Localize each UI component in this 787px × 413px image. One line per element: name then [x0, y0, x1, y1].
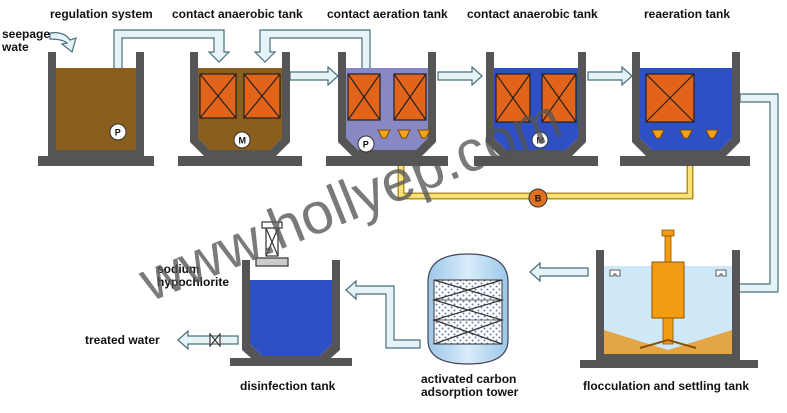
media-block-icon [495, 73, 531, 123]
regulation-pump-icon [109, 123, 127, 141]
clarifier-center-well-icon [639, 229, 697, 349]
label-carbon-line1: activated carbon [421, 372, 516, 386]
diffuser-icon [417, 129, 431, 139]
blower-icon [528, 188, 548, 208]
label-flocculation-settling-tank: flocculation and settling tank [583, 379, 749, 393]
mixer-badge-2: M [537, 136, 545, 146]
aeration-pump-badge: P [363, 140, 369, 150]
carbon-tower [427, 253, 509, 365]
diffuser-icon [651, 129, 665, 139]
arrow-treated-water [177, 329, 239, 351]
arrow-aeration-to-anaerobic [437, 65, 483, 87]
diffuser-icon [397, 129, 411, 139]
aeration-pump-icon [357, 135, 375, 153]
mixer-icon-2 [531, 131, 549, 149]
labels: regulation system contact anaerobic tank… [1, 7, 749, 399]
mixer-icon [233, 131, 251, 149]
pipe-tower-to-disinfection [345, 279, 421, 349]
disinfection-tank [230, 260, 352, 366]
arrow-anaerobic-to-reaeration [587, 65, 633, 87]
arrow-settling-to-tower [529, 261, 589, 283]
blower-badge: B [535, 194, 542, 204]
label-sodium-line1: sodium [157, 262, 200, 276]
pipe-aeration-return [253, 29, 371, 127]
media-block-icons [199, 73, 695, 123]
outlet-valve-icon [209, 332, 221, 348]
arrow-anaerobic-to-aeration [289, 65, 339, 87]
diffuser-icon [705, 129, 719, 139]
label-carbon-line2: adsorption tower [421, 385, 519, 399]
label-contact-aeration-tank: contact aeration tank [327, 7, 448, 21]
mixer-badge: M [239, 136, 247, 146]
label-sodium-line2: hypochlorite [157, 275, 229, 289]
chemical-feeder-icon [255, 221, 289, 267]
label-contact-anaerobic-tank-2: contact anaerobic tank [467, 7, 598, 21]
pipe-regulation-to-anaerobic [113, 29, 231, 125]
media-block-icon [393, 73, 427, 121]
label-seepage-line1: seepage [2, 27, 50, 41]
label-seepage-line2: wate [1, 40, 29, 54]
media-block-icon [645, 73, 695, 123]
media-block-icon [243, 73, 281, 119]
water-piping [49, 29, 779, 351]
badges: P M P M B [115, 128, 544, 204]
diffuser-icon [377, 129, 391, 139]
diffuser-icons [377, 129, 719, 139]
media-block-icon [541, 73, 577, 123]
label-reaeration-tank: reaeration tank [644, 7, 730, 21]
diffuser-icon [679, 129, 693, 139]
label-contact-anaerobic-tank-1: contact anaerobic tank [172, 7, 303, 21]
media-block-icon [199, 73, 237, 119]
media-block-icon [347, 73, 381, 121]
label-regulation-system: regulation system [50, 7, 153, 21]
regulation-tank [38, 52, 154, 166]
contact-anaerobic-tank-1 [178, 52, 302, 166]
label-disinfection-tank: disinfection tank [240, 379, 336, 393]
pump-badge: P [115, 128, 121, 138]
label-treated-water: treated water [85, 333, 160, 347]
seepage-inflow-arrow [49, 32, 77, 54]
